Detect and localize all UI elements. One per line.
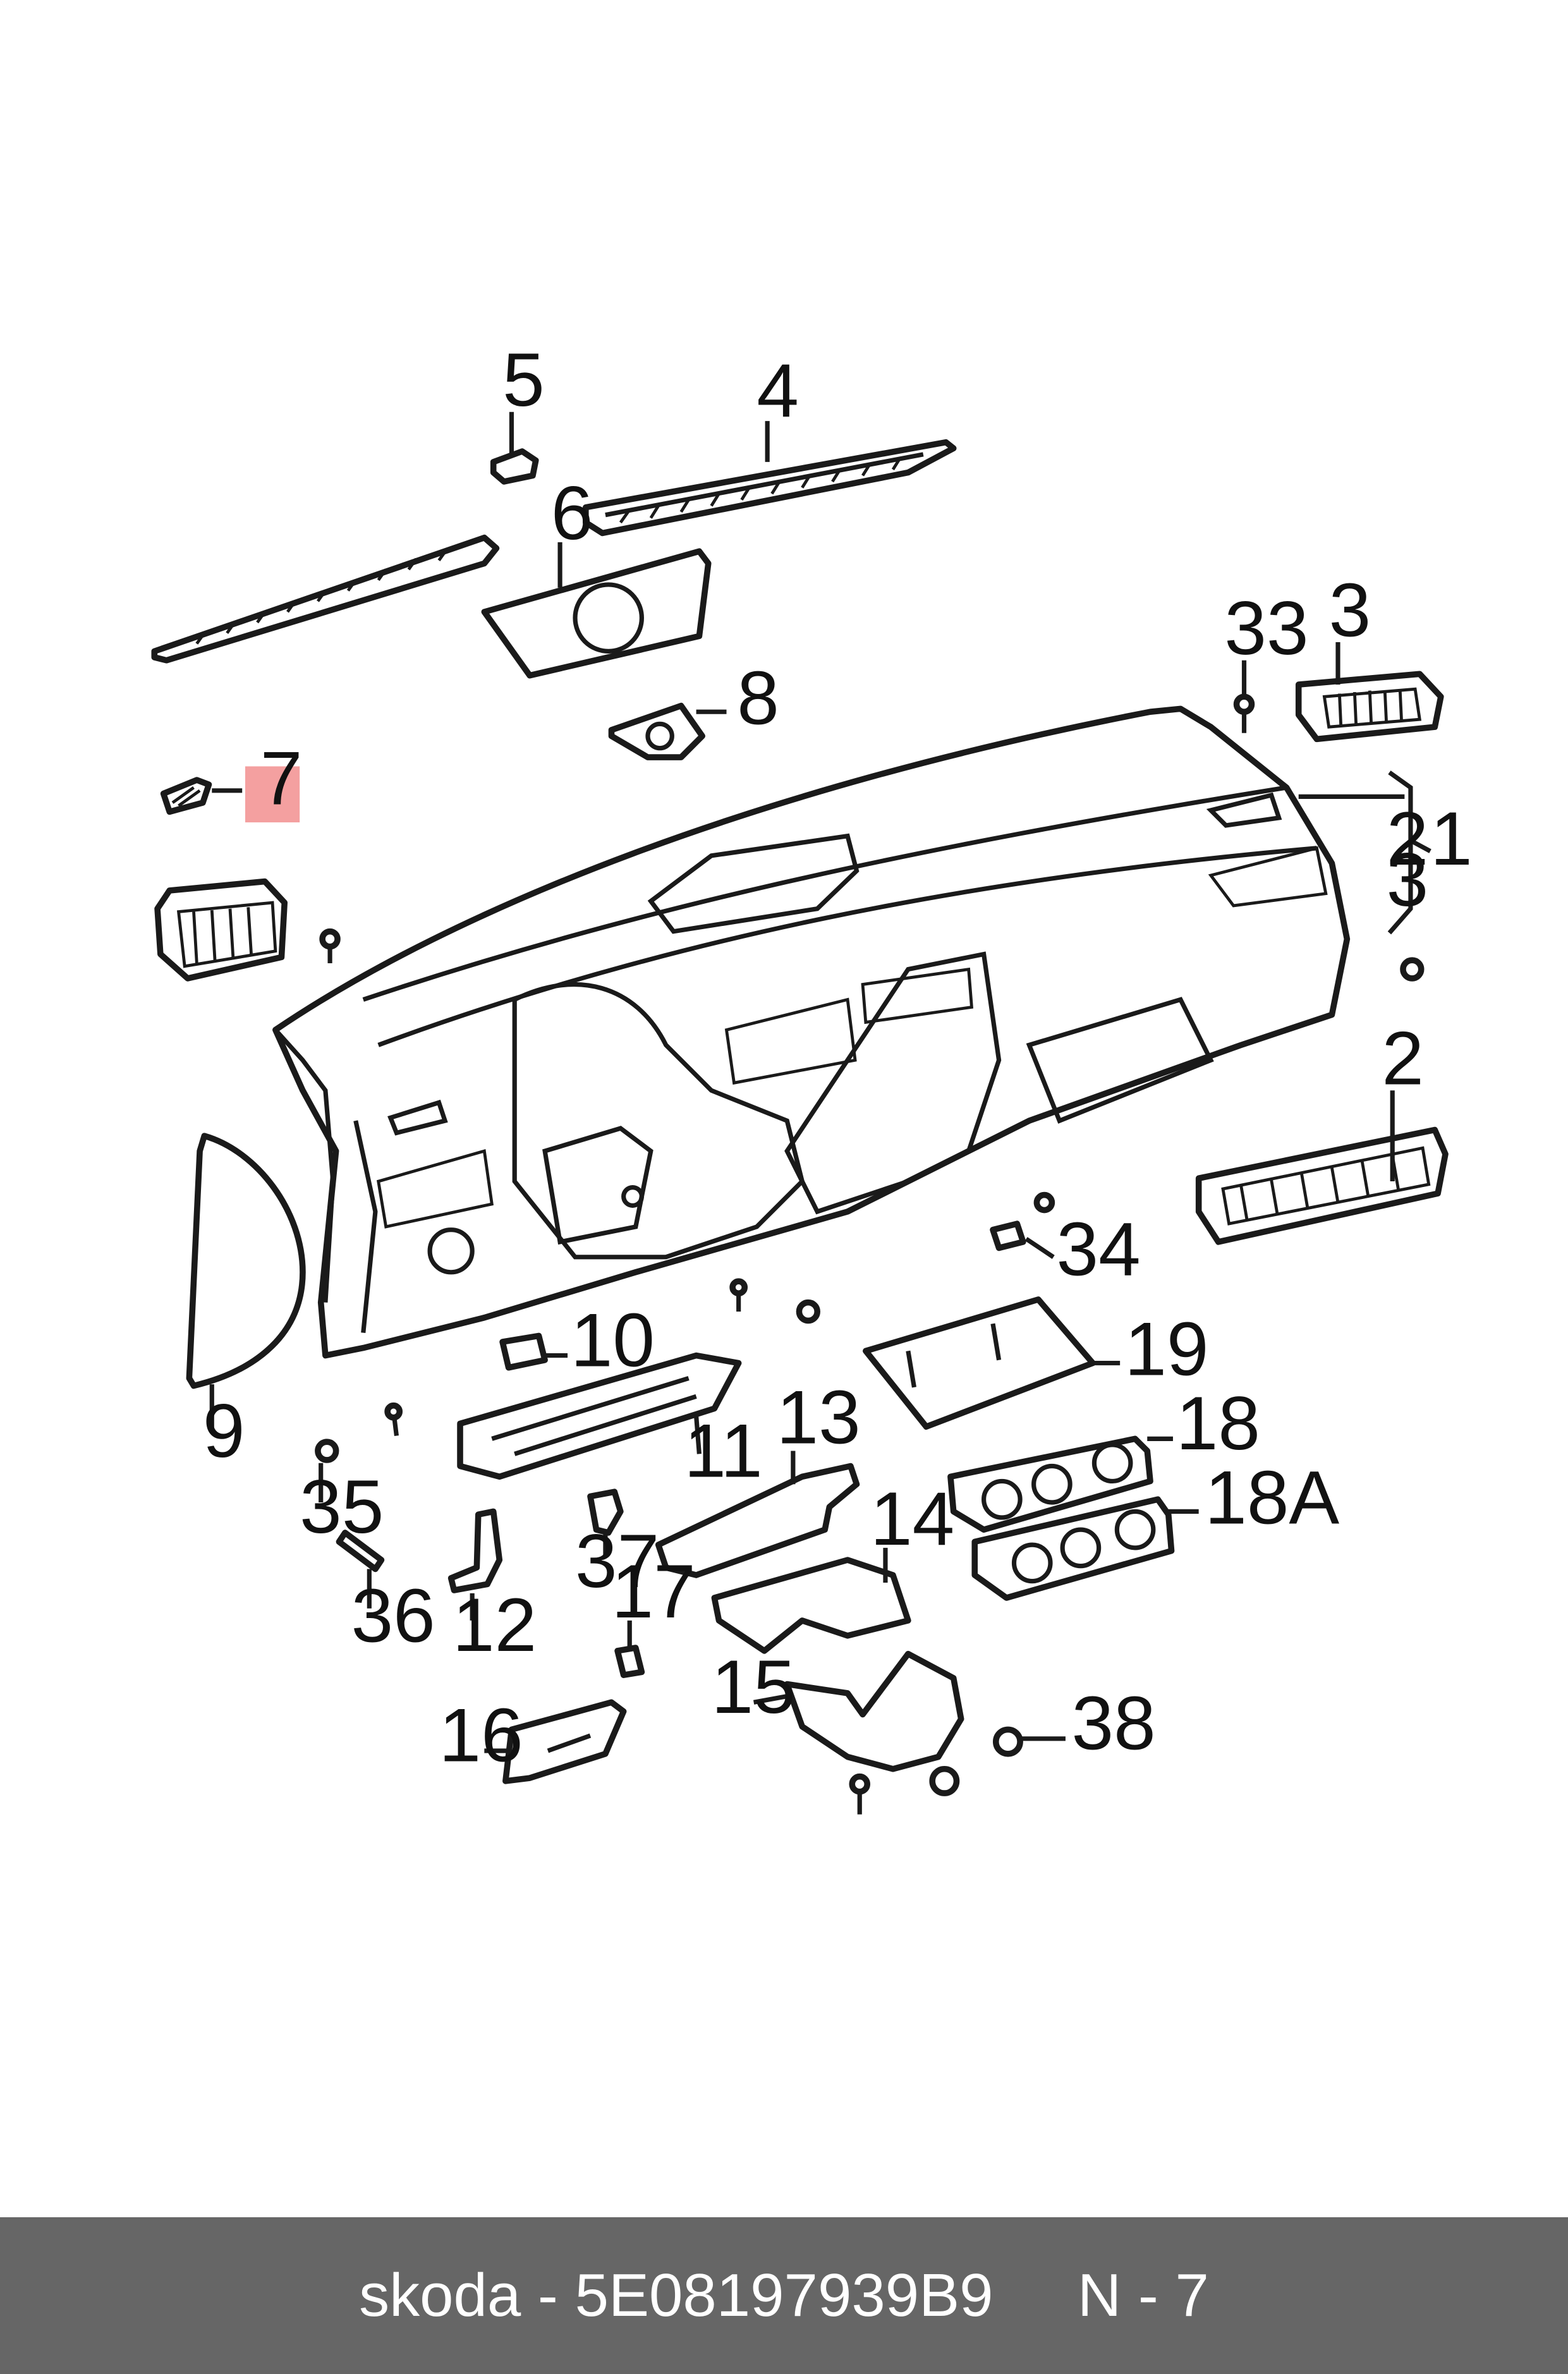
footer-part-number: skoda - 5E08197939B9 N - 7 [359,2261,1209,2329]
callout-13: 13 [777,1376,861,1460]
part-14-column-cover [711,1557,911,1654]
callout-5: 5 [502,338,545,422]
callout-9: 9 [203,1389,245,1473]
part-6-panel-cover [481,548,712,679]
part-5-cap [490,448,539,485]
fastener-screw-mid [729,1278,820,1324]
callout-labels: 1 2 3 3 2 4 5 6 7 8 9 10 11 12 13 14 15 … [203,338,1473,1778]
fastener-37-clip [587,1488,624,1536]
callout-16: 16 [439,1694,523,1778]
fastener-17-clip [614,1645,645,1678]
callout-7: 7 [260,736,303,820]
callout-19: 19 [1124,1308,1208,1392]
footer-bar: skoda - 5E08197939B9 N - 7 [0,2217,1568,2374]
part-10-clip [499,1332,548,1371]
callout-11: 11 [684,1409,762,1493]
callout-35: 35 [300,1465,384,1549]
fastener-33-screw [1233,693,1255,733]
callout-33: 33 [1224,587,1308,671]
callout-2: 2 [1382,1017,1424,1101]
part-9-side-panel [186,1133,306,1389]
part-16-small-box [502,1699,627,1784]
callout-18a: 18A [1205,1456,1339,1540]
dashboard-parts-diagram: 1 2 3 3 2 4 5 6 7 8 9 10 11 12 13 14 15 … [151,338,1473,1815]
callout-3: 3 [1329,568,1371,652]
callout-14: 14 [870,1477,954,1561]
left-vent [154,878,288,982]
callout-8: 8 [737,656,779,740]
part-13-upper-trim [655,1463,860,1578]
callout-36: 36 [351,1574,435,1658]
fastener-36-bolt [336,1530,385,1573]
callout-4: 4 [757,349,799,433]
part-3-right-vent [1295,671,1444,743]
callout-10: 10 [571,1298,655,1382]
part-18a-control-panel [971,1496,1175,1601]
part-11-lower-cover [457,1352,742,1480]
callout-1: 1 [1430,797,1473,881]
callout-37: 37 [575,1519,659,1604]
callout-18: 18 [1176,1382,1260,1466]
part-8-bracket [608,702,705,760]
callout-2-top: 2 [1387,797,1429,881]
fastener-38-screw [849,1726,1023,1815]
dashboard-main-body [272,705,1351,1359]
callout-12: 12 [453,1583,537,1667]
part-12-bracket [447,1508,503,1593]
callout-38: 38 [1072,1682,1156,1766]
part-4-left-trim-strip [151,534,500,664]
part-2-center-vent [1195,1126,1449,1245]
leader-lines [209,411,1431,1753]
part-18-control-panel [947,1435,1153,1533]
callout-3-top: 3 [1387,838,1429,922]
highlight-box-part-7 [245,766,300,823]
callout-15: 15 [712,1645,796,1729]
callout-17: 17 [611,1550,695,1634]
fastener-screw-left [319,928,341,963]
fastener-35-nut [315,1439,339,1463]
part-19-console-bracket [863,1296,1096,1430]
part-15-lower-column-cover [784,1650,964,1772]
fastener-screw-low-left [384,1402,403,1437]
part-7-vent-cover [160,777,212,815]
fastener-nut-right [1400,957,1425,982]
part-4-trim-strip [582,439,957,537]
callout-34: 34 [1057,1208,1141,1292]
callout-6: 6 [551,472,593,556]
fastener-34-clip [990,1191,1055,1251]
